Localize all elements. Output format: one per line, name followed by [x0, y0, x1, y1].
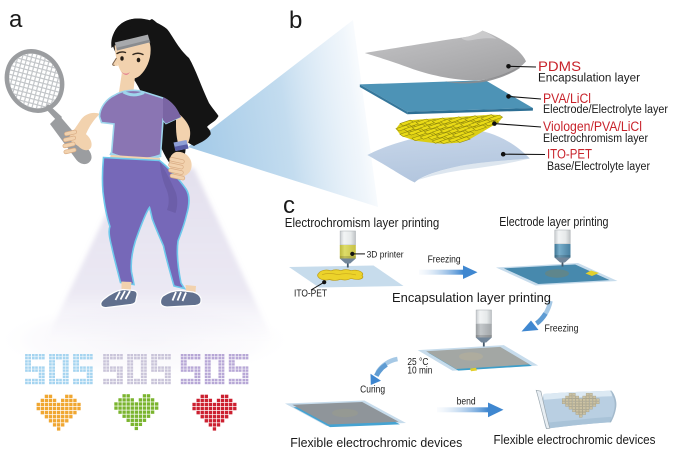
svg-text:Electrochromism layer printing: Electrochromism layer printing	[285, 216, 440, 230]
svg-text:Encapsulation layer: Encapsulation layer	[538, 73, 640, 85]
svg-text:Freezing: Freezing	[428, 254, 461, 266]
svg-text:a: a	[9, 6, 23, 33]
svg-text:Electrode/Electrolyte layer: Electrode/Electrolyte layer	[543, 104, 668, 116]
svg-text:25 °C: 25 °C	[407, 356, 428, 368]
svg-text:Curing: Curing	[360, 384, 385, 396]
svg-text:PVA/LiCl: PVA/LiCl	[543, 91, 591, 106]
svg-text:Electrochromism layer: Electrochromism layer	[543, 133, 648, 145]
svg-text:Freezing: Freezing	[545, 323, 579, 335]
svg-text:Flexible electrochromic device: Flexible electrochromic devices	[290, 436, 462, 450]
svg-text:Viologen/PVA/LiCl: Viologen/PVA/LiCl	[543, 119, 642, 134]
svg-text:c: c	[283, 192, 295, 219]
svg-text:Encapsulation layer printing: Encapsulation layer printing	[392, 291, 551, 305]
svg-text:bend: bend	[457, 396, 476, 408]
svg-text:Base/Electrolyte layer: Base/Electrolyte layer	[547, 161, 650, 173]
svg-text:Flexible electrochromic device: Flexible electrochromic devices	[494, 433, 656, 447]
svg-text:ITO-PET: ITO-PET	[294, 288, 327, 300]
svg-text:3D printer: 3D printer	[367, 250, 404, 261]
svg-text:ITO-PET: ITO-PET	[547, 147, 592, 162]
svg-text:PDMS: PDMS	[538, 59, 581, 74]
svg-text:10 min: 10 min	[407, 365, 432, 377]
svg-text:b: b	[289, 7, 302, 34]
svg-text:Electrode layer printing: Electrode layer printing	[499, 215, 608, 229]
